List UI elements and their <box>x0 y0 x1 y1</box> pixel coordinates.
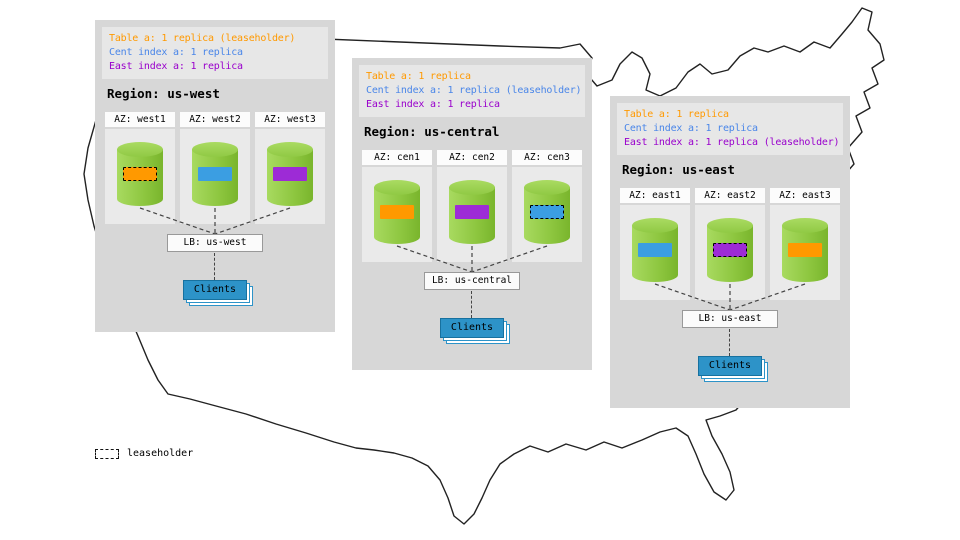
region-panel-us-east: Table a: 1 replica Cent index a: 1 repli… <box>610 96 850 408</box>
az-row: AZ: cen1 AZ: cen2 <box>362 150 582 262</box>
summary-line-cent-index: Cent index a: 1 replica <box>624 123 758 134</box>
summary-line-east-index: East index a: 1 replica (leaseholder) <box>624 137 840 148</box>
summary-line-table: Table a: 1 replica (leaseholder) <box>109 33 296 44</box>
region-title: Region: us-west <box>107 86 220 101</box>
replica-block <box>198 167 232 181</box>
az-body <box>695 205 765 300</box>
cylinder-top <box>192 142 238 157</box>
az-box: AZ: west1 <box>105 112 175 224</box>
database-cylinder <box>117 142 163 206</box>
leaseholder-swatch-icon <box>95 448 119 459</box>
replica-block <box>713 243 747 257</box>
az-label: AZ: west2 <box>180 112 250 127</box>
az-box: AZ: cen2 <box>437 150 507 262</box>
connector-lines <box>139 207 291 234</box>
az-label: AZ: cen2 <box>437 150 507 165</box>
cylinder-top <box>267 142 313 157</box>
az-box: AZ: east2 <box>695 188 765 300</box>
az-label: AZ: east3 <box>770 188 840 203</box>
clients-box: Clients <box>440 318 504 338</box>
cylinder-top <box>449 180 495 195</box>
load-balancer: LB: us-east <box>682 310 778 328</box>
legend: leaseholder <box>95 448 193 459</box>
cylinder-top <box>374 180 420 195</box>
lb-clients-connector <box>471 291 472 318</box>
database-cylinder <box>374 180 420 244</box>
az-body <box>362 167 432 262</box>
replica-summary: Table a: 1 replica Cent index a: 1 repli… <box>617 103 843 155</box>
region-panel-us-west: Table a: 1 replica (leaseholder) Cent in… <box>95 20 335 332</box>
az-label: AZ: cen3 <box>512 150 582 165</box>
az-row: AZ: east1 AZ: east2 <box>620 188 840 300</box>
database-cylinder <box>632 218 678 282</box>
replica-block <box>788 243 822 257</box>
summary-line-table: Table a: 1 replica <box>366 71 471 82</box>
connector-lines <box>396 245 548 272</box>
az-label: AZ: west3 <box>255 112 325 127</box>
region-title: Region: us-east <box>622 162 735 177</box>
replica-block <box>455 205 489 219</box>
database-cylinder <box>267 142 313 206</box>
clients-box: Clients <box>698 356 762 376</box>
region-panel-us-central: Table a: 1 replica Cent index a: 1 repli… <box>352 58 592 370</box>
summary-line-table: Table a: 1 replica <box>624 109 729 120</box>
legend-label: leaseholder <box>127 448 194 459</box>
region-title: Region: us-central <box>364 124 500 139</box>
az-label: AZ: west1 <box>105 112 175 127</box>
load-balancer: LB: us-central <box>424 272 520 290</box>
load-balancer: LB: us-west <box>167 234 263 252</box>
replica-block <box>638 243 672 257</box>
cylinder-top <box>632 218 678 233</box>
az-label: AZ: cen1 <box>362 150 432 165</box>
summary-line-cent-index: Cent index a: 1 replica (leaseholder) <box>366 85 582 96</box>
replica-block <box>273 167 307 181</box>
az-label: AZ: east2 <box>695 188 765 203</box>
cylinder-top <box>707 218 753 233</box>
summary-line-cent-index: Cent index a: 1 replica <box>109 47 243 58</box>
summary-line-east-index: East index a: 1 replica <box>109 61 243 72</box>
replica-block <box>530 205 564 219</box>
database-cylinder <box>192 142 238 206</box>
lb-clients-connector <box>729 329 730 356</box>
replica-summary: Table a: 1 replica Cent index a: 1 repli… <box>359 65 585 117</box>
database-cylinder <box>449 180 495 244</box>
replica-summary: Table a: 1 replica (leaseholder) Cent in… <box>102 27 328 79</box>
az-box: AZ: west2 <box>180 112 250 224</box>
cylinder-top <box>524 180 570 195</box>
database-cylinder <box>524 180 570 244</box>
az-body <box>437 167 507 262</box>
az-box: AZ: cen1 <box>362 150 432 262</box>
cylinder-top <box>117 142 163 157</box>
az-box: AZ: east3 <box>770 188 840 300</box>
summary-line-east-index: East index a: 1 replica <box>366 99 500 110</box>
clients-box: Clients <box>183 280 247 300</box>
database-cylinder <box>782 218 828 282</box>
az-label: AZ: east1 <box>620 188 690 203</box>
lb-clients-connector <box>214 253 215 280</box>
az-body <box>180 129 250 224</box>
cylinder-top <box>782 218 828 233</box>
replica-block <box>123 167 157 181</box>
replica-block <box>380 205 414 219</box>
database-cylinder <box>707 218 753 282</box>
connector-lines <box>654 283 806 310</box>
